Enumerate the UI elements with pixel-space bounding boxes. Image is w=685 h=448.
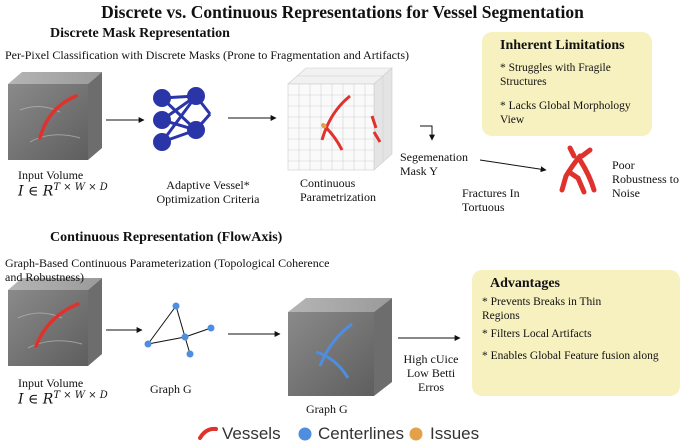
continuous-subheading: Graph-Based Continuous Parameterization … xyxy=(5,256,330,284)
input-volume-label-bottom: Input Volume xyxy=(18,376,84,390)
continuous-heading: Continuous Representation (FlowAxis) xyxy=(50,230,283,245)
vessel-legend-icon xyxy=(198,426,218,440)
advantage-item: * Filters Local Artifacts xyxy=(482,328,592,340)
limitations-heading: Inherent Limitations xyxy=(500,38,625,53)
input-volume-cube-top xyxy=(8,72,102,160)
graph-volume-cube xyxy=(288,298,392,396)
limitation-item: * Struggles with Fragile Structures xyxy=(500,62,611,88)
legend-vessels: Vessels xyxy=(222,424,281,443)
advantage-item: * Enables Global Feature fusion along xyxy=(482,350,659,362)
network-label: Adaptive Vessel* Optimization Criteria xyxy=(156,178,260,206)
formula-bottom: I ∈ RT × W × D xyxy=(18,390,108,408)
advantage-item: * Prevents Breaks in Thin Regions xyxy=(482,296,602,322)
limitation-item: * Lacks Global Morphology View xyxy=(500,100,631,126)
graph-label: Graph G xyxy=(150,382,192,396)
centerline-legend-icon xyxy=(298,427,312,441)
arrow-mask-to-noise xyxy=(479,159,547,173)
input-volume-label-top: Input Volume xyxy=(18,168,84,182)
arrow-grid-to-mask xyxy=(420,125,435,141)
limitations-note: Inherent Limitations * Struggles with Fr… xyxy=(482,32,652,136)
discrete-heading: Discrete Mask Representation xyxy=(50,26,230,41)
graph-icon xyxy=(144,302,215,358)
legend-issues: Issues xyxy=(430,424,480,443)
page-title: Discrete vs. Continuous Representations … xyxy=(101,2,584,22)
mask-label: Segemenation Mask Y xyxy=(400,150,468,178)
discrete-subheading: Per-Pixel Classification with Discrete M… xyxy=(5,48,410,62)
legend-centerlines: Centerlines xyxy=(318,424,404,443)
fragmented-vessel-icon xyxy=(559,145,597,195)
formula-top: I ∈ RT × W × D xyxy=(18,182,108,200)
neural-network-icon xyxy=(153,87,212,151)
graph-volume-label: Graph G xyxy=(306,402,348,416)
metrics-label: High cUice Low Betti Erros xyxy=(403,352,459,394)
advantages-note: Advantages * Prevents Breaks in Thin Reg… xyxy=(472,270,680,396)
noise-label: Poor Robustness to Noise xyxy=(612,158,680,200)
grid-cube xyxy=(287,67,393,171)
fracture-label: Fractures In Tortuous xyxy=(462,186,520,214)
advantages-heading: Advantages xyxy=(490,276,561,291)
grid-label: Continuous Parametrization xyxy=(300,176,376,204)
issue-legend-icon xyxy=(409,427,423,441)
input-volume-cube-bottom xyxy=(8,278,102,366)
vessel-curve xyxy=(38,94,78,140)
